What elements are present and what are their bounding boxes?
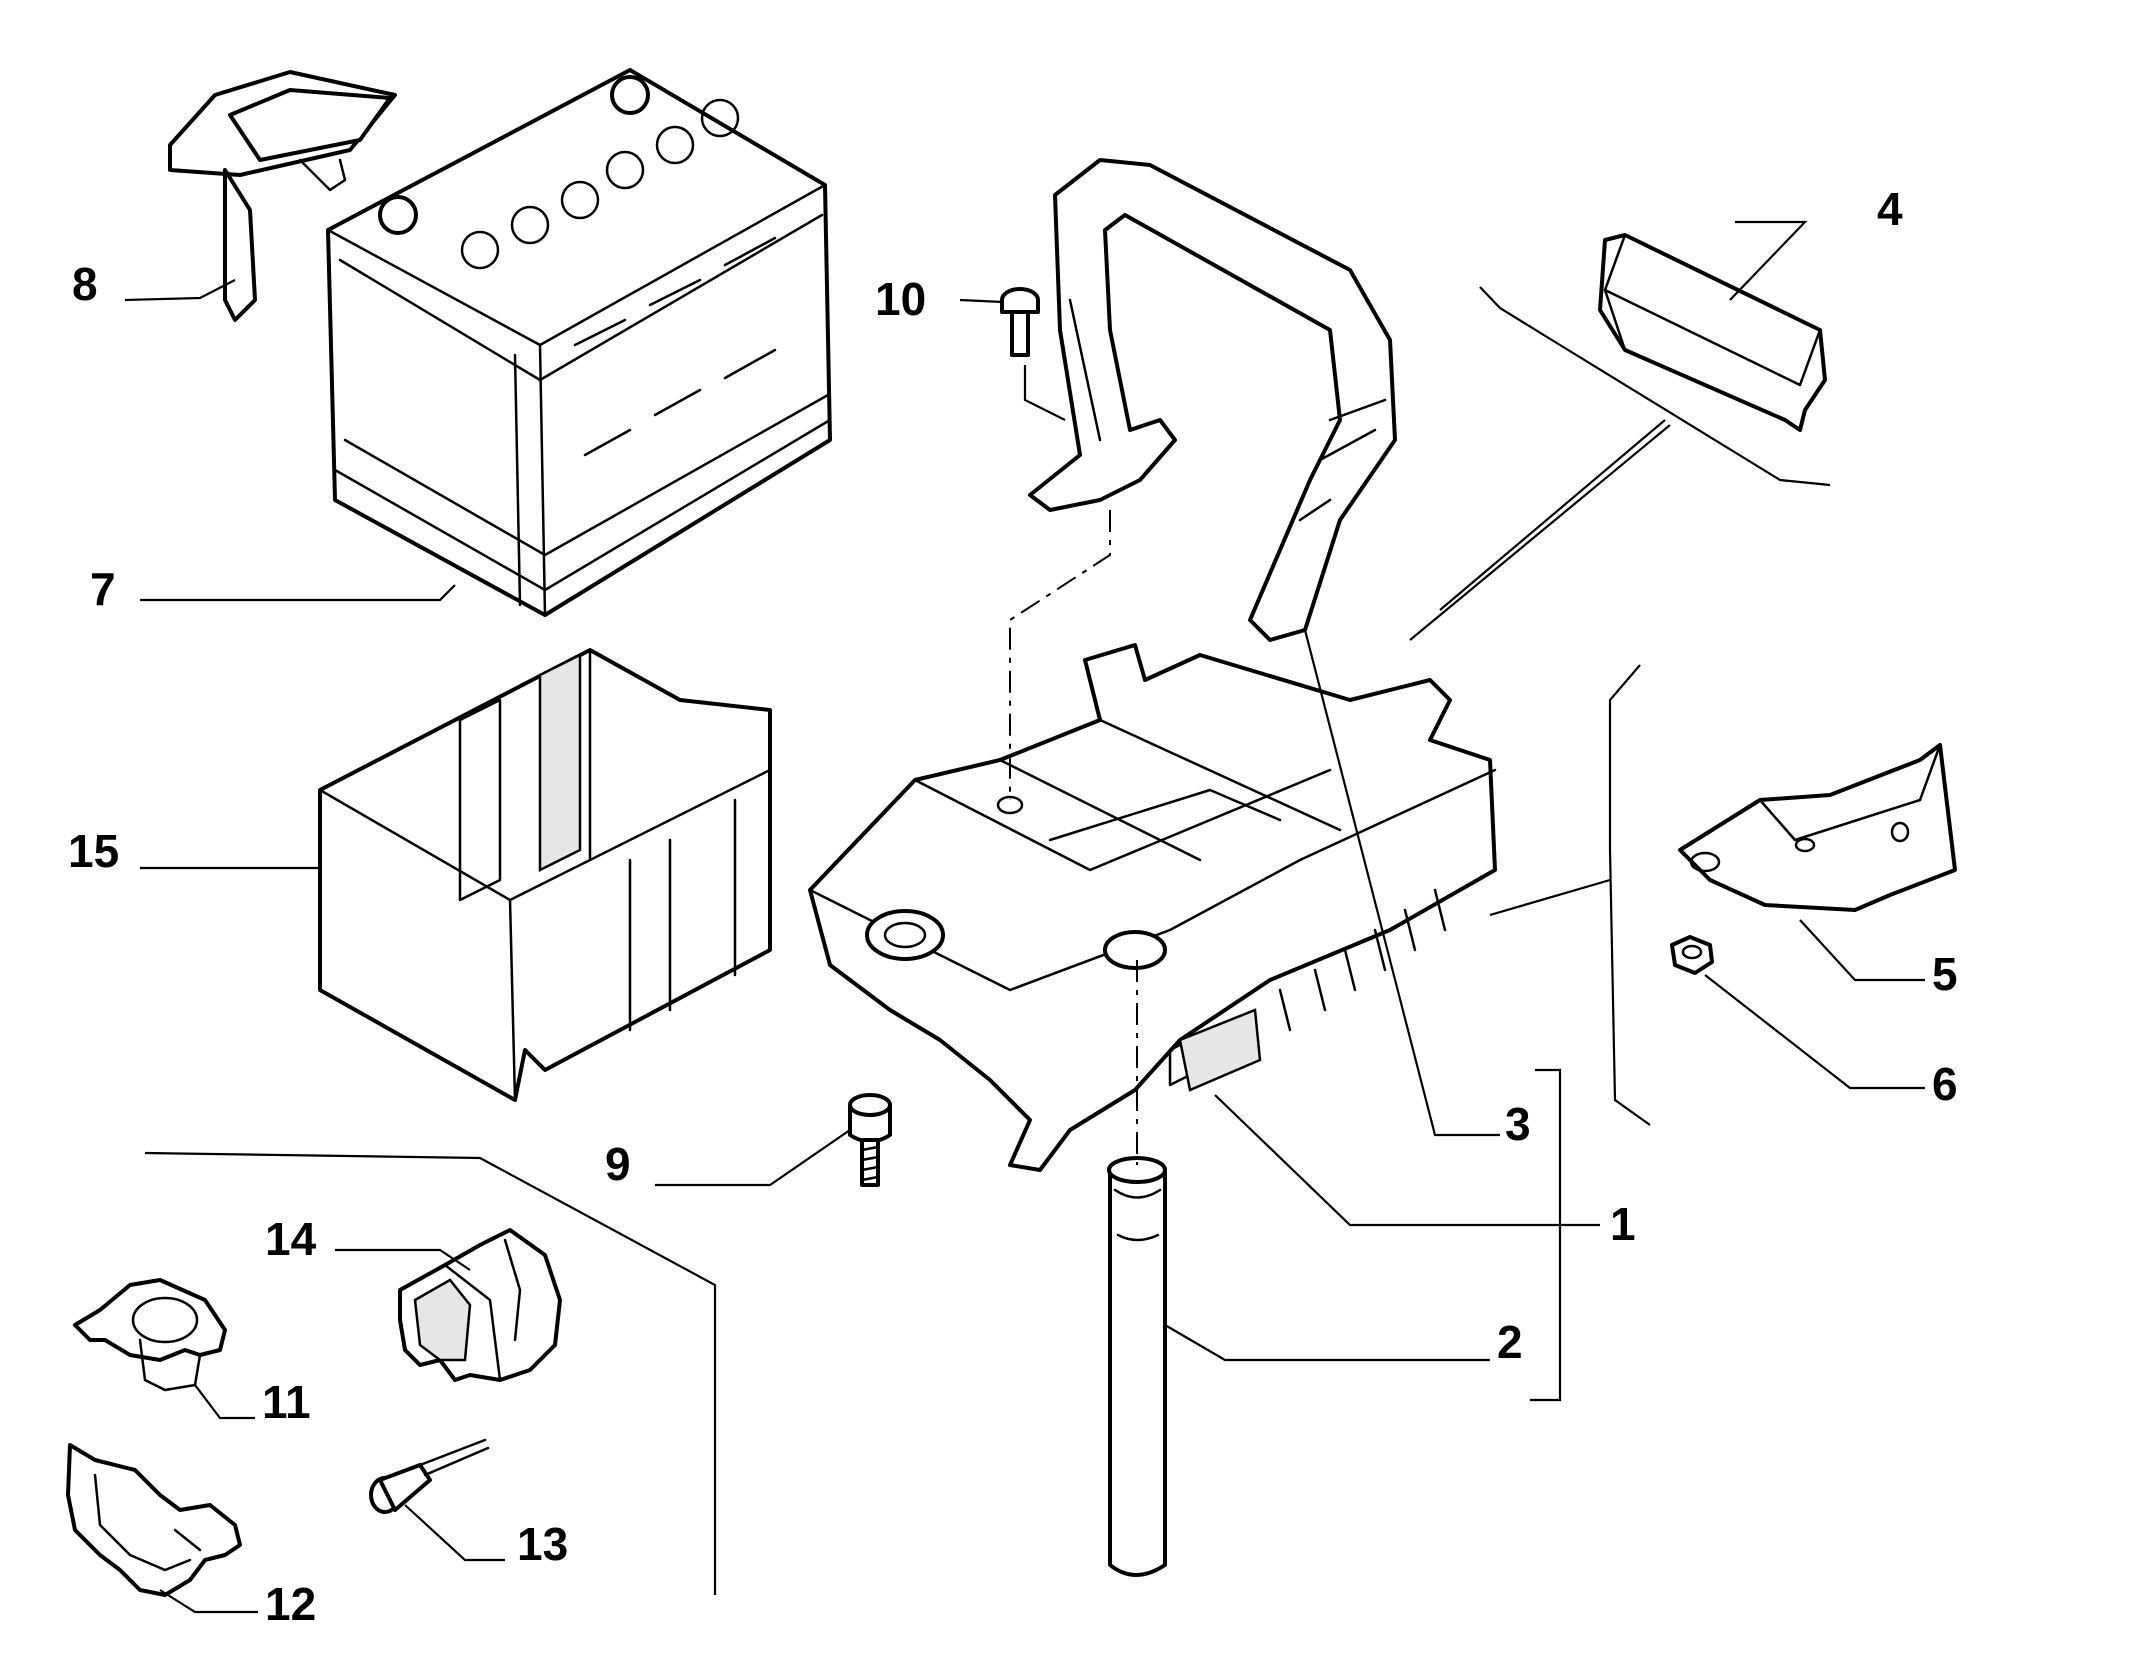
part-11-clip [73,1278,227,1392]
part-6-nut [1670,935,1714,975]
part-1-battery-tray [808,643,1497,1172]
callout-12: 12 [265,1578,316,1630]
callout-4: 4 [1877,183,1903,235]
part-14-clamp [398,1228,562,1382]
callout-6: 6 [1932,1058,1958,1110]
callout-1: 1 [1610,1198,1636,1250]
part-13-rivet [369,1438,490,1514]
callout-15: 15 [68,825,119,877]
callout-8: 8 [72,258,98,310]
callout-labels: 1 2 3 4 5 6 7 8 9 10 11 12 13 14 15 [68,183,1958,1630]
assembly-axes [1009,510,1138,1165]
section-lines [144,286,1831,1595]
part-4-cover-strip [1598,233,1827,432]
part-3-hold-down-bracket [1028,158,1397,642]
part-12-clip [66,1443,242,1597]
part-10-screw [1000,287,1040,357]
callout-9: 9 [605,1138,631,1190]
callout-10: 10 [875,273,926,325]
leader-lines [124,220,1925,1614]
callout-13: 13 [517,1518,568,1570]
part-7-battery [326,68,832,617]
callout-3: 3 [1505,1098,1531,1150]
callout-7: 7 [90,563,116,615]
callout-2: 2 [1497,1316,1523,1368]
callout-11: 11 [262,1376,311,1428]
part-15-battery-box [318,648,772,1102]
callout-14: 14 [265,1213,317,1265]
part-9-bolt [848,1093,892,1187]
part-5-bracket [1678,743,1957,912]
callout-5: 5 [1932,948,1958,1000]
part-2-rod [1107,1156,1167,1577]
